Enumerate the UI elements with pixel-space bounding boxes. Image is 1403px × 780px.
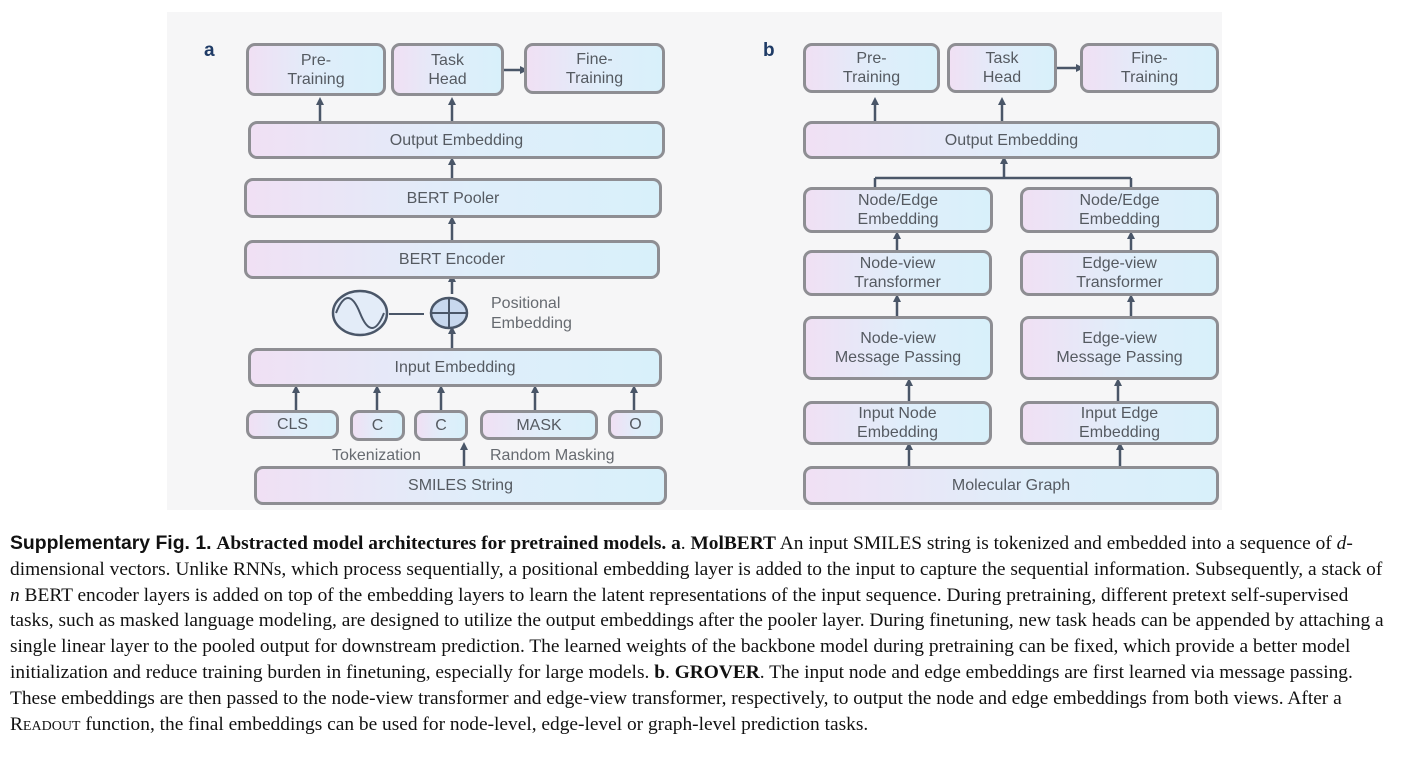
- node-edge-embedding-left: Node/Edge Embedding: [803, 187, 993, 233]
- caption-a-text-2: -dimensional vectors. Unlike RNNs, which…: [10, 533, 1383, 580]
- caption-b-text-2: function, the final embeddings can be us…: [80, 713, 869, 735]
- caption-a-model: MolBERT: [690, 533, 776, 554]
- arrows-panel-b: [870, 63, 1136, 466]
- panel-b-letter: b: [763, 40, 775, 61]
- edge-view-transformer-box: Edge-view Transformer: [1020, 250, 1219, 296]
- caption-a-text-3: BERT encoder layers is added on top of t…: [10, 584, 1384, 683]
- caption-b-text-1: . The input node and edge embeddings are…: [10, 661, 1353, 709]
- edge-view-message-passing-box: Edge-view Message Passing: [1020, 316, 1219, 380]
- token-cls: CLS: [246, 410, 339, 439]
- caption-a-text-1: An input SMILES string is tokenized and …: [776, 533, 1337, 554]
- figure-caption: Supplementary Fig. 1. Abstracted model a…: [10, 532, 1384, 735]
- positional-embedding-label: Positional Embedding: [491, 295, 572, 332]
- panel-a-letter: a: [204, 40, 215, 61]
- caption-readout: Readout: [10, 713, 81, 735]
- token-c-1: C: [350, 410, 405, 441]
- caption-title: Abstracted model architectures for pretr…: [216, 533, 667, 554]
- bert-pooler-box: BERT Pooler: [244, 178, 662, 218]
- figure-arrows: [291, 63, 1136, 466]
- pretraining-box-a: Pre- Training: [246, 43, 386, 96]
- input-edge-embedding-box: Input Edge Embedding: [1020, 401, 1219, 445]
- output-embedding-box-b: Output Embedding: [803, 121, 1220, 159]
- molecular-graph-box: Molecular Graph: [803, 466, 1219, 505]
- readout-bracket: [873, 176, 1133, 187]
- caption-b-letter: b: [654, 661, 665, 683]
- positional-encoding-diagram: [331, 289, 469, 337]
- bert-encoder-box: BERT Encoder: [244, 240, 660, 279]
- input-embedding-box-a: Input Embedding: [248, 348, 662, 387]
- finetraining-box-b: Fine- Training: [1080, 43, 1219, 93]
- caption-a-letter: a: [671, 533, 681, 554]
- finetraining-box-a: Fine- Training: [524, 43, 665, 94]
- token-o: O: [608, 410, 663, 439]
- task-head-box-a: Task Head: [391, 43, 504, 96]
- node-view-transformer-box: Node-view Transformer: [803, 250, 992, 296]
- caption-var-d: d: [1336, 533, 1347, 554]
- caption-fig-label: Supplementary Fig. 1.: [10, 532, 212, 554]
- arrows-panel-a: [291, 65, 639, 466]
- output-embedding-box-a: Output Embedding: [248, 121, 665, 159]
- node-view-message-passing-box: Node-view Message Passing: [803, 316, 993, 380]
- caption-b-model: GROVER: [674, 661, 760, 683]
- token-mask: MASK: [480, 410, 598, 440]
- token-c-2: C: [414, 410, 468, 441]
- smiles-string-box: SMILES String: [254, 466, 667, 505]
- pretraining-box-b: Pre- Training: [803, 43, 940, 93]
- tokenization-label: Tokenization: [332, 447, 421, 464]
- random-masking-label: Random Masking: [490, 447, 615, 464]
- sine-wave-curve: [335, 297, 385, 329]
- input-node-embedding-box: Input Node Embedding: [803, 401, 992, 445]
- node-edge-embedding-right: Node/Edge Embedding: [1020, 187, 1219, 233]
- task-head-box-b: Task Head: [947, 43, 1057, 93]
- caption-var-n: n: [10, 584, 20, 606]
